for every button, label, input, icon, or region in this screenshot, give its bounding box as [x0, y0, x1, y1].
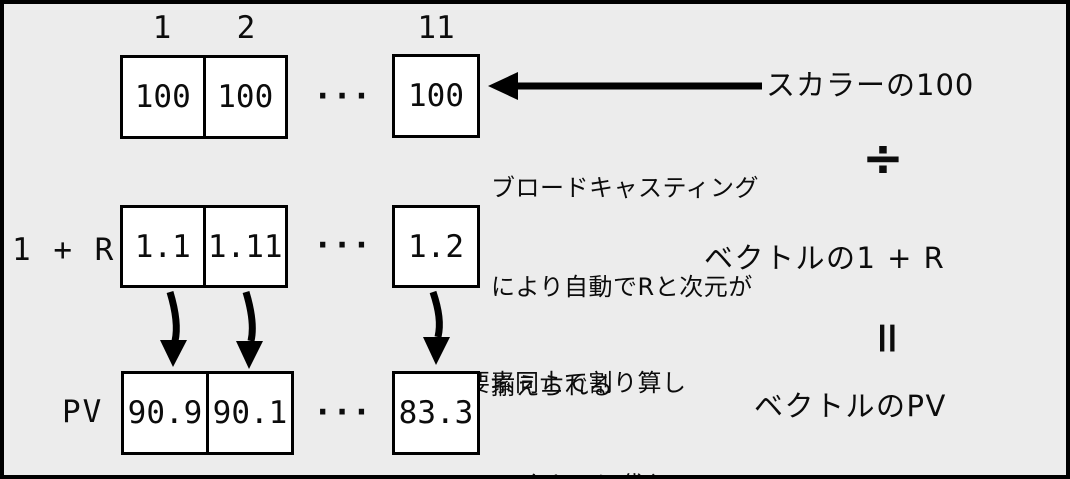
divide-symbol: ÷ [862, 129, 904, 187]
one-plus-r-cell-2: 1.11 [202, 208, 286, 285]
row-label-pv: PV [62, 394, 104, 430]
pv-row-ellipsis: ··· [317, 395, 376, 430]
column-header-11: 11 [417, 10, 455, 46]
one-plus-r-cell-11: 1.2 [392, 205, 480, 288]
scalar-row-ellipsis: ··· [317, 79, 376, 114]
broadcast-note-line-1: ブロードキャスティング [491, 174, 760, 202]
one-plus-r-row-ellipsis: ··· [317, 228, 376, 263]
divide-arrow-2-icon [236, 290, 263, 369]
scalar-row-pair-box: 100 100 [120, 55, 288, 139]
row-label-one-plus-r: 1 + R [12, 232, 116, 268]
pv-pair-box: 90.9 90.1 [121, 371, 294, 455]
broadcast-note: ブロードキャスティング により自動でRと次元が 揃えられる [491, 106, 759, 469]
column-header-2: 2 [236, 10, 256, 46]
pv-cell-11: 83.3 [392, 371, 480, 455]
one-plus-r-cell-1: 1.1 [134, 228, 191, 265]
broadcast-note-line-2: により自動でRと次元が [491, 273, 753, 301]
vector-one-plus-r-label: ベクトルの1 + R [704, 241, 946, 275]
divide-arrow-1-icon [160, 290, 187, 367]
scalar-cell-1: 100 [134, 79, 191, 115]
divide-note-line-1: 要素同士で割り算し [466, 369, 687, 397]
scalar-cell-2: 100 [202, 58, 286, 136]
pv-cell-2: 90.1 [206, 374, 291, 452]
one-plus-r-pair-box: 1.1 1.11 [120, 205, 288, 288]
vector-pv-label: ベクトルのPV [754, 389, 947, 423]
broadcast-note-line-3: 揃えられる [491, 372, 614, 400]
pv-cell-1: 90.9 [127, 395, 203, 431]
scalar-cell-11: 100 [392, 54, 480, 138]
column-header-1: 1 [152, 10, 172, 46]
divide-arrow-11-icon [423, 290, 450, 365]
scalar-100-label: スカラーの100 [766, 68, 975, 102]
scalar-broadcast-arrow-icon [488, 72, 762, 100]
